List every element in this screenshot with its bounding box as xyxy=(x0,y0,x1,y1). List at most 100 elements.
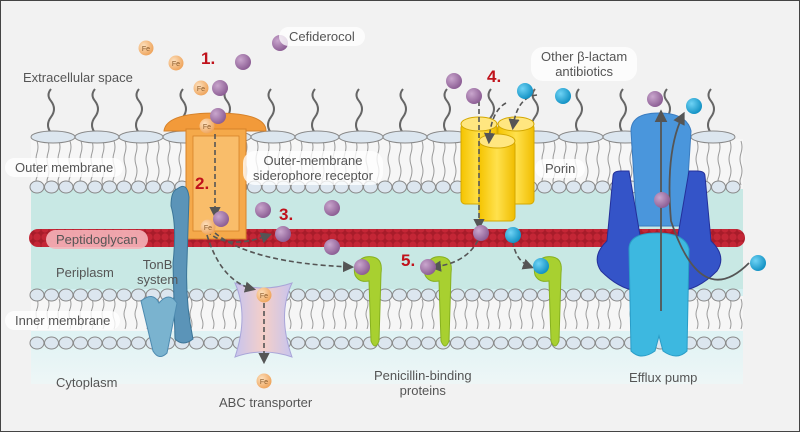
lipid-head xyxy=(382,130,428,144)
label-other-beta-lactam-line1: Other β-lactam xyxy=(541,49,628,64)
lipid-head xyxy=(319,288,335,302)
lipid-tail xyxy=(409,298,413,330)
lipid-tail xyxy=(607,140,611,186)
lipid-tail xyxy=(497,298,501,330)
iron-ion: Fe xyxy=(256,373,272,389)
lipid-head xyxy=(450,288,465,302)
lipid-head xyxy=(29,288,45,302)
lipid-head xyxy=(334,288,349,302)
lipid-head xyxy=(522,288,538,302)
label-siderophore-receptor-line1: Outer-membrane xyxy=(263,153,363,168)
lipid-head xyxy=(58,288,74,302)
iron-label: Fe xyxy=(172,61,180,68)
lipid-head xyxy=(58,336,74,350)
lipid-head xyxy=(250,130,296,144)
lipid-head xyxy=(566,336,581,350)
cefiderocol-molecule xyxy=(210,108,226,124)
lipid-head xyxy=(290,336,306,350)
lipid-head xyxy=(406,180,422,194)
lipid-head xyxy=(508,288,523,302)
lipid-head xyxy=(377,180,393,194)
iron-label: Fe xyxy=(197,86,205,93)
lipid-head xyxy=(392,180,407,194)
lipid-tail xyxy=(739,140,743,186)
step-5: 5. xyxy=(401,251,416,270)
lipid-tail xyxy=(431,140,435,186)
lps-chain xyxy=(135,88,143,134)
lipid-tail xyxy=(717,298,721,330)
lipid-head xyxy=(609,336,625,350)
lipid-tail xyxy=(354,298,358,330)
label-peptidoglycan: Peptidoglycan xyxy=(46,230,148,249)
lipid-head xyxy=(58,180,74,194)
label-other-beta-lactam: Other β-lactam antibiotics xyxy=(531,47,638,81)
lipid-head xyxy=(334,336,349,350)
lipid-tail xyxy=(178,140,182,186)
iron-ion: Fe xyxy=(200,219,216,235)
step-3: 3. xyxy=(279,205,294,224)
efflux-pump-icon xyxy=(596,112,722,357)
lipid-tail xyxy=(321,298,325,330)
lps-chain xyxy=(91,88,99,134)
beta-lactam-molecule xyxy=(517,83,533,99)
lipid-tail xyxy=(607,298,611,330)
lipid-head xyxy=(595,180,610,194)
lipid-head xyxy=(203,288,219,302)
label-efflux-pump: Efflux pump xyxy=(629,370,698,385)
lipid-tail xyxy=(717,140,721,186)
lipid-tail xyxy=(134,140,138,186)
lipid-head xyxy=(74,130,120,144)
iron-label: Fe xyxy=(203,124,211,131)
lipid-head xyxy=(218,288,233,302)
cefiderocol-molecule xyxy=(654,192,670,208)
lipid-head xyxy=(464,336,480,350)
beta-lactam-molecule xyxy=(533,258,549,274)
lps-chain xyxy=(575,88,583,134)
lipid-head xyxy=(421,288,436,302)
lipid-tail xyxy=(475,298,479,330)
cefiderocol-molecule xyxy=(235,54,251,70)
lps-chain xyxy=(355,88,363,134)
iron-label: Fe xyxy=(260,379,268,386)
beta-lactam-molecule xyxy=(686,98,702,114)
lipid-tail xyxy=(453,140,457,186)
lipid-tail xyxy=(442,140,446,186)
lipid-tail xyxy=(387,140,391,186)
lipid-head xyxy=(595,336,610,350)
lps-chain xyxy=(443,88,451,134)
label-outer-membrane: Outer membrane xyxy=(5,158,124,177)
cefiderocol-molecule xyxy=(354,259,370,275)
lipid-head xyxy=(218,336,233,350)
lipid-tail xyxy=(332,298,336,330)
lipid-head xyxy=(73,180,88,194)
lipid-head xyxy=(44,288,59,302)
iron-ion: Fe xyxy=(193,80,209,96)
lipid-head xyxy=(319,336,335,350)
lipid-head xyxy=(189,288,204,302)
lipid-head xyxy=(131,336,146,350)
lipid-head xyxy=(87,180,103,194)
label-abc-transporter: ABC transporter xyxy=(219,395,313,410)
lipid-tail xyxy=(398,140,402,186)
lipid-head xyxy=(537,336,552,350)
lipid-head xyxy=(290,288,306,302)
cefiderocol-molecule xyxy=(420,259,436,275)
lipid-head xyxy=(566,180,581,194)
lipid-head xyxy=(566,288,581,302)
lipid-head xyxy=(392,288,407,302)
lipid-tail xyxy=(585,298,589,330)
lps-chain xyxy=(311,88,319,134)
lipid-head xyxy=(493,336,509,350)
cefiderocol-molecule xyxy=(212,80,228,96)
lipid-head xyxy=(537,180,552,194)
beta-lactam-molecule xyxy=(555,88,571,104)
transport-arrow xyxy=(483,102,507,145)
lipid-head xyxy=(595,288,610,302)
lipopolysaccharide-layer xyxy=(47,88,715,134)
lipid-head xyxy=(464,288,480,302)
cefiderocol-molecule xyxy=(275,226,291,242)
label-periplasm: Periplasm xyxy=(56,265,114,280)
efflux-arrow xyxy=(668,111,750,281)
